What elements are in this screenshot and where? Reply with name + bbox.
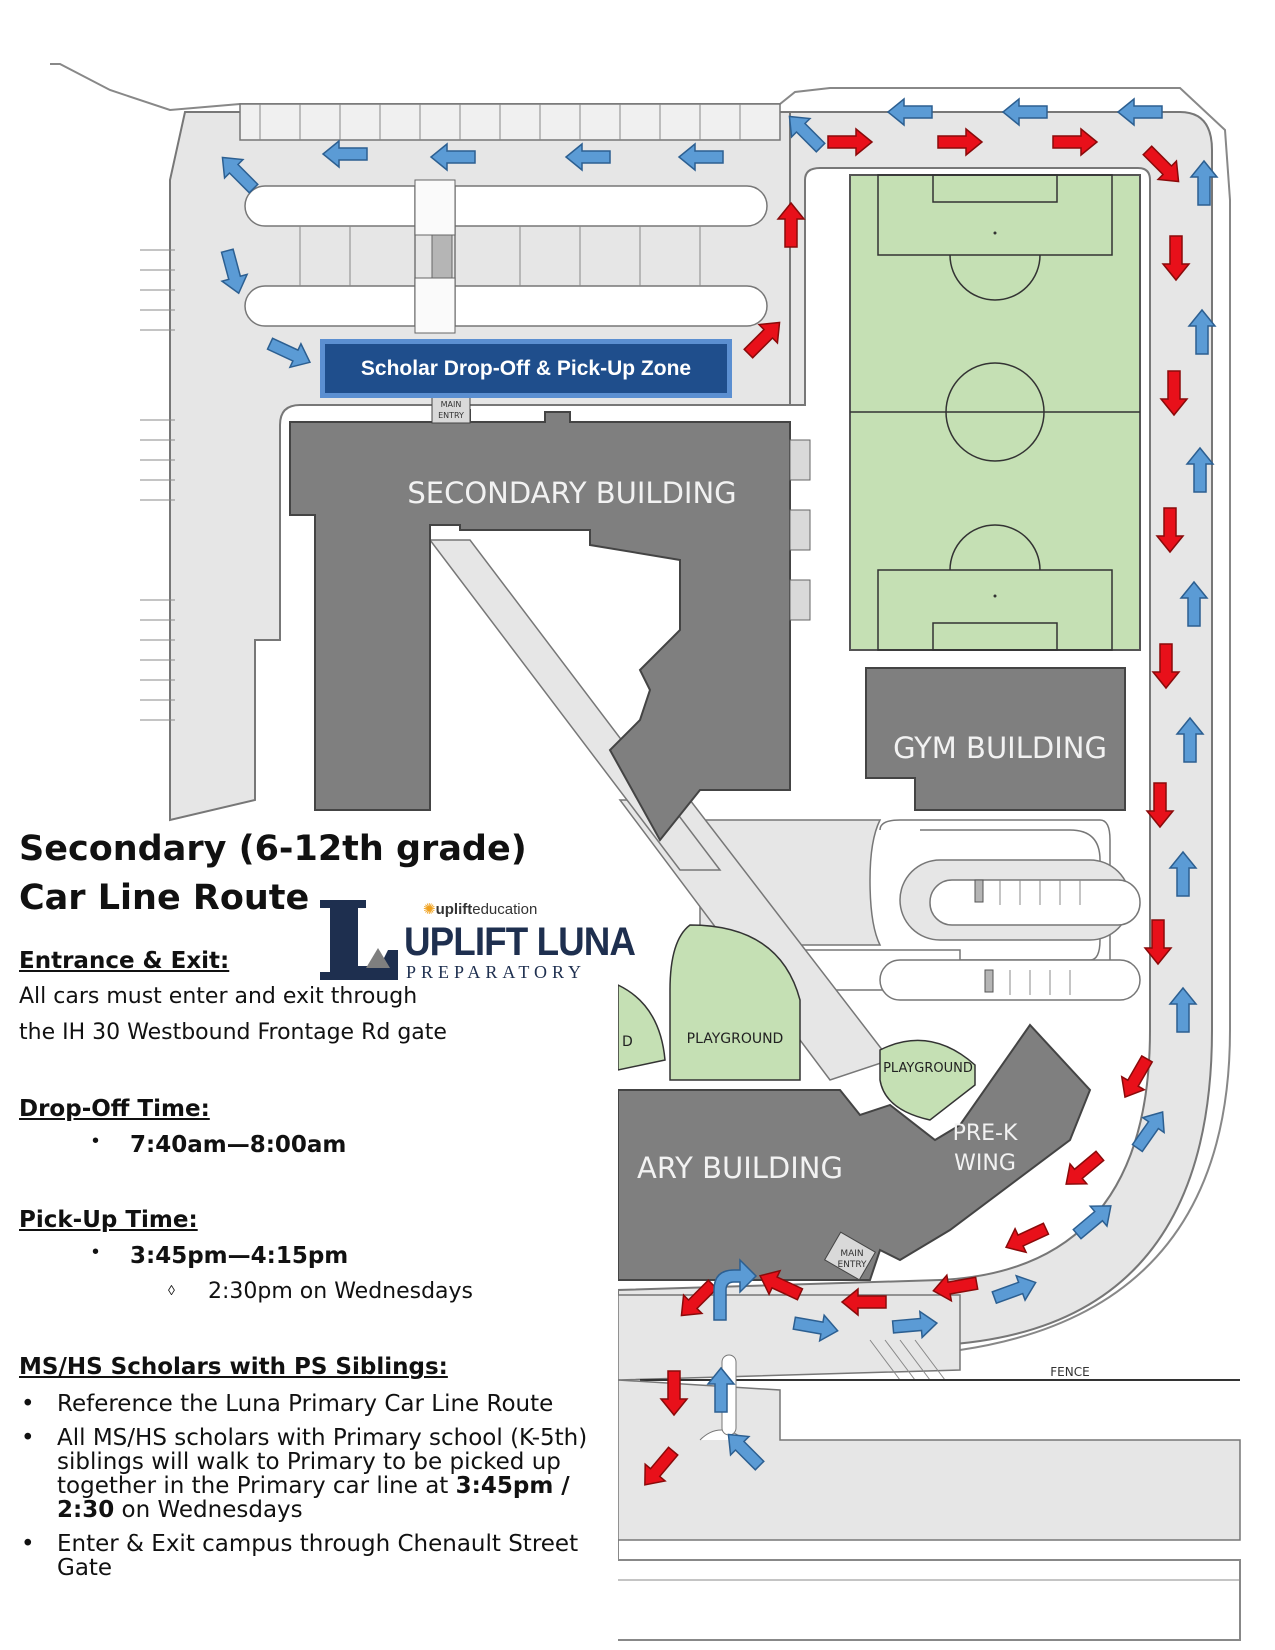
prek-wing-label-2: WING: [954, 1151, 1016, 1176]
dropoff-time: 7:40am—8:00am: [130, 1132, 347, 1158]
main-entry-top-label-1: MAIN: [441, 400, 462, 409]
bullet-dot: •: [92, 1130, 100, 1152]
dropoff-heading: Drop-Off Time:: [19, 1096, 210, 1122]
uplift-luna-name: UPLIFT LUNA: [404, 920, 636, 964]
entrance-line2: the IH 30 Westbound Frontage Rd gate: [19, 1020, 447, 1045]
preparatory-text: PREPARATORY: [406, 962, 587, 982]
entrance-heading: Entrance & Exit:: [19, 948, 230, 974]
uplift-luna-logo: ✺uplifteducation UPLIFT LUNA PREPARATORY: [318, 896, 636, 984]
drop-off-zone-banner: Scholar Drop-Off & Pick-Up Zone: [320, 339, 732, 398]
list-item: •Enter & Exit campus through Chenault St…: [21, 1531, 579, 1581]
blue-u-turn-arrow: [713, 1258, 758, 1321]
list-item: •Reference the Luna Primary Car Line Rou…: [21, 1391, 554, 1417]
list-item: •All MS/HS scholars with Primary school …: [21, 1425, 588, 1523]
playground-partial-label: D: [622, 1034, 633, 1050]
playground-label-1: PLAYGROUND: [687, 1031, 784, 1047]
panel-title-line2: Car Line Route: [19, 878, 310, 918]
playground-label-2: PLAYGROUND: [883, 1061, 973, 1076]
luna-l-logo-icon: [320, 900, 398, 980]
siblings-list: •Reference the Luna Primary Car Line Rou…: [19, 1392, 619, 1580]
info-panel: Secondary (6-12th grade) Car Line Route …: [0, 826, 618, 1650]
pickup-time: 3:45pm—4:15pm: [130, 1243, 349, 1269]
siblings-heading: MS/HS Scholars with PS Siblings:: [19, 1354, 448, 1380]
pickup-heading: Pick-Up Time:: [19, 1207, 198, 1233]
pickup-wednesday: 2:30pm on Wednesdays: [208, 1279, 474, 1304]
gym-building-label: GYM BUILDING: [893, 731, 1107, 765]
drop-off-zone-label: Scholar Drop-Off & Pick-Up Zone: [360, 356, 692, 380]
main-entry-bottom-label-2: ENTRY: [837, 1260, 867, 1270]
bullet-dot: •: [92, 1241, 100, 1263]
entrance-line1: All cars must enter and exit through: [19, 984, 418, 1009]
diamond-bullet: ◊: [168, 1282, 175, 1298]
prek-wing-label-1: PRE-K: [953, 1121, 1018, 1146]
secondary-building-label: SECONDARY BUILDING: [407, 476, 736, 510]
primary-building-label: ARY BUILDING: [637, 1151, 843, 1185]
panel-title-line1: Secondary (6-12th grade): [19, 829, 527, 869]
main-entry-bottom-label-1: MAIN: [840, 1249, 863, 1259]
exit-route-arrows: [212, 98, 1218, 1476]
uplift-education-wordmark: ✺uplifteducation: [423, 901, 538, 918]
fence-label: FENCE: [1050, 1365, 1089, 1379]
main-entry-top-label-2: ENTRY: [438, 411, 464, 420]
